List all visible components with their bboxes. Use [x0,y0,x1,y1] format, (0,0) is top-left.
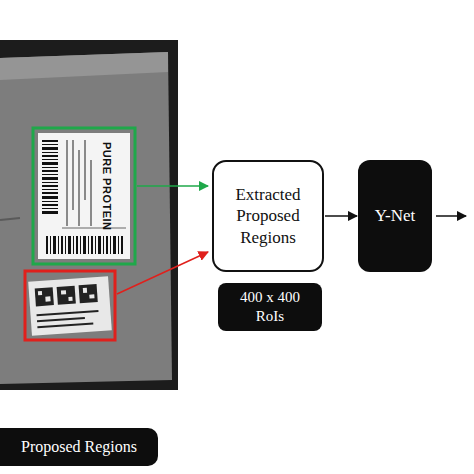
qr-sticker [28,276,112,335]
barcode [46,236,123,254]
node-text: Proposed Regions [21,437,137,457]
green-arrow [137,185,208,187]
box-flap [0,52,168,80]
caption-tag: Proposed Regions [0,428,158,466]
red-proposal [25,271,115,340]
node-text: Y-Net [375,205,416,226]
node-text: Extracted Proposed Regions [222,184,314,248]
size-tag: 400 x 400 RoIs [218,283,322,331]
network-box: Y-Net [358,160,432,272]
red-arrow [117,252,208,294]
process-box: Extracted Proposed Regions [212,160,324,272]
cardboard-box [0,52,172,384]
qr-codes [35,284,100,328]
photo-ground [0,40,178,390]
flow-arrow [325,215,357,217]
label-print-text: PURE PROTEIN [101,142,112,231]
label-print [62,140,126,228]
node-text: 400 x 400 RoIs [226,288,314,326]
output-arrow [436,215,466,217]
green-proposal [33,128,135,264]
shipping-label [38,133,130,259]
barcode [42,140,58,214]
